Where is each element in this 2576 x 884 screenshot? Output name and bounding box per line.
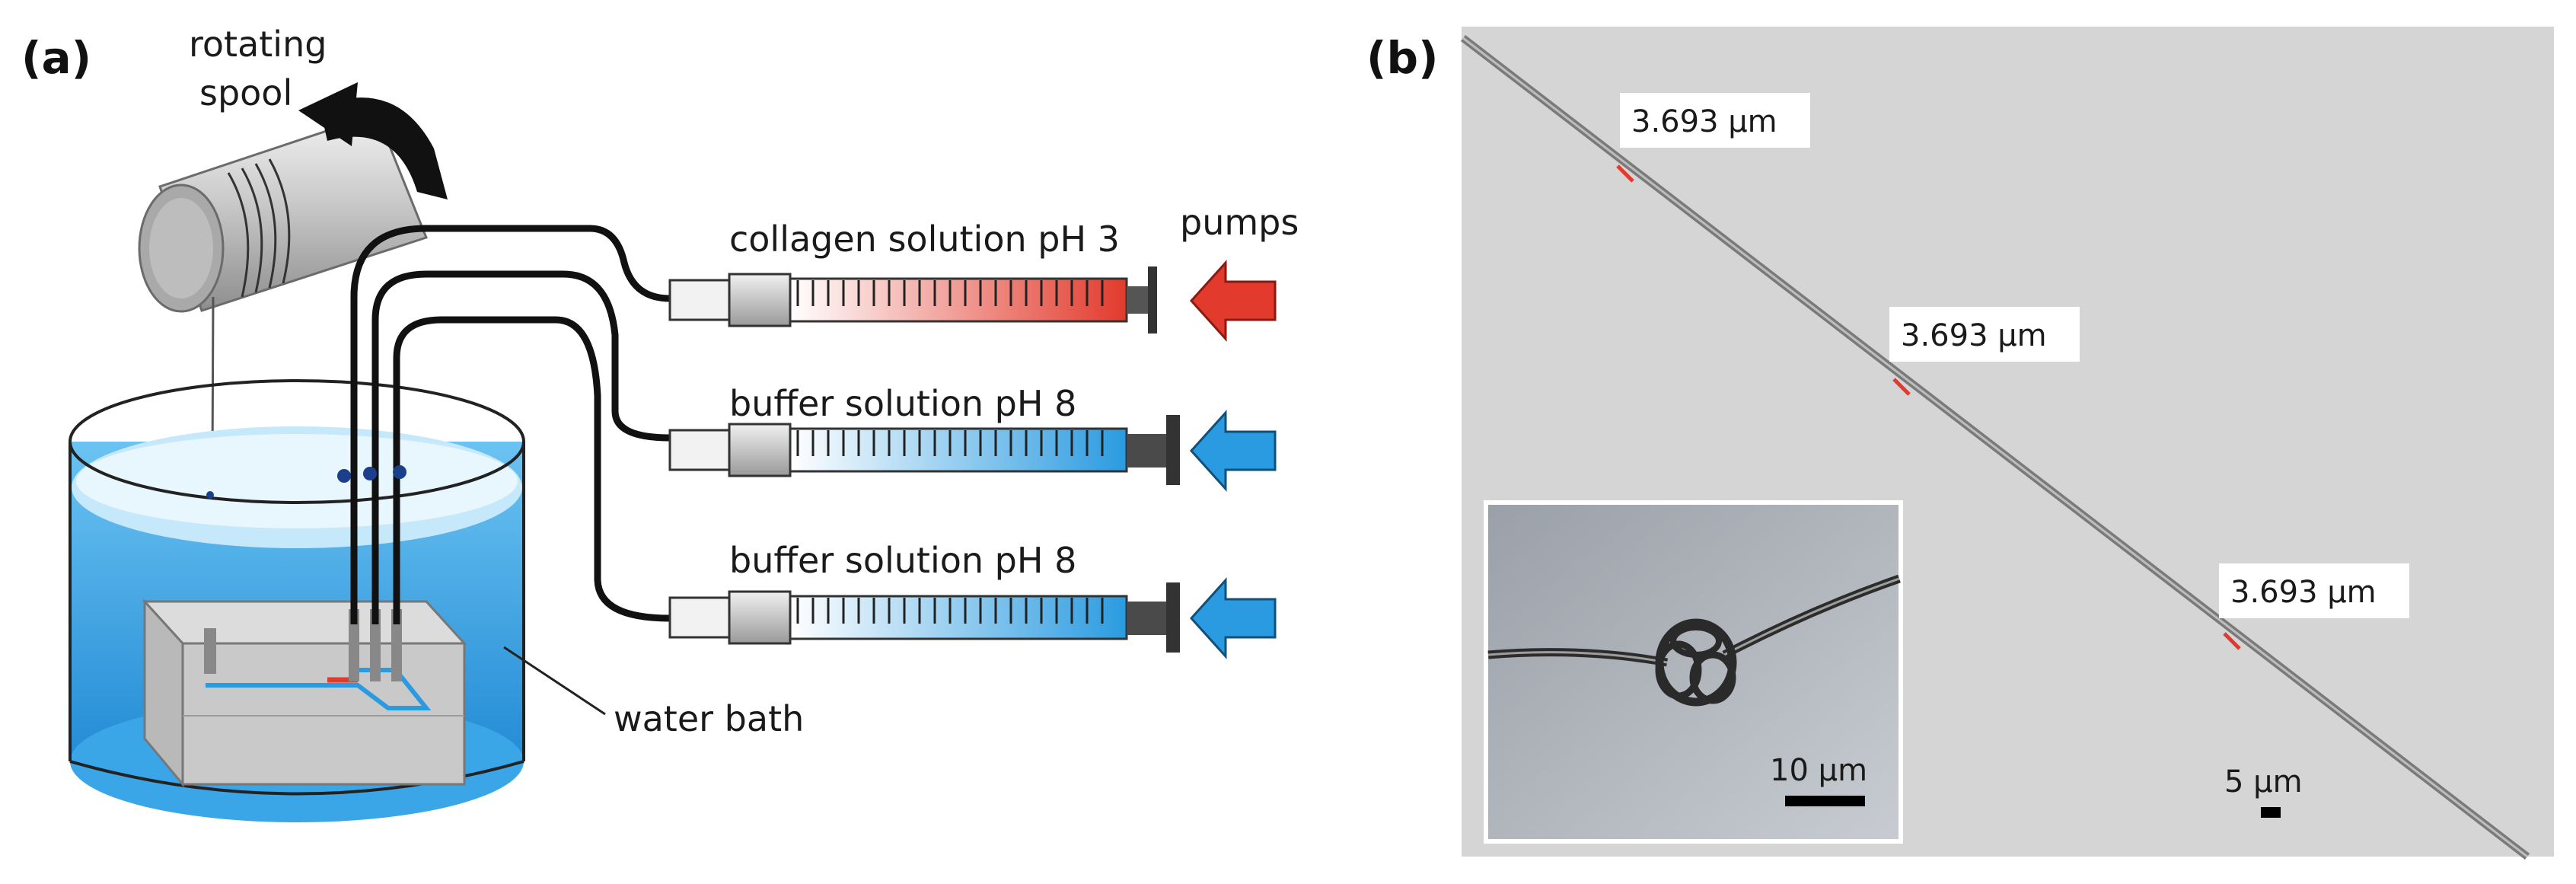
- measurement-2: 3.693 µm: [1901, 318, 2047, 353]
- spool-label-line1: rotating: [189, 24, 327, 65]
- panel-b-label: (b): [1366, 32, 1439, 84]
- scale-inset-bar: [1785, 796, 1865, 806]
- measurement-box-1: [1620, 93, 1810, 148]
- syringe-collagen: [668, 266, 1157, 333]
- pumps-label: pumps: [1180, 202, 1299, 243]
- microfluidic-chip: [142, 598, 467, 788]
- water-bath-pointer: [503, 646, 606, 716]
- water-bath-label: water bath: [614, 698, 804, 739]
- fiber-diagonal: [1460, 35, 2530, 860]
- measurement-box-2: [1889, 307, 2080, 362]
- syringe-buffer-2-label: buffer solution pH 8: [729, 540, 1076, 581]
- measurement-3: 3.693 µm: [2230, 575, 2377, 610]
- measurement-box-3: [2219, 563, 2409, 618]
- pump-arrow-blue-2-icon: [1189, 577, 1277, 659]
- panel-b: (b) 3.693 µm 3.693 µm 3.693 µm 5 µm: [1366, 27, 2554, 860]
- syringe-collagen-label: collagen solution pH 3: [729, 219, 1120, 260]
- measure-mark-2: [1892, 378, 1911, 396]
- panel-a: (a) rotating spool: [21, 24, 1299, 822]
- measurement-1: 3.693 µm: [1631, 104, 1777, 139]
- measure-mark-3: [2223, 632, 2241, 650]
- syringe-buffer-1: [668, 415, 1180, 485]
- inset-knot: 10 µm: [1484, 500, 1903, 844]
- rotating-spool: [138, 113, 428, 313]
- tubing: [350, 225, 671, 624]
- pump-arrow-blue-1-icon: [1189, 410, 1277, 492]
- scale-main-label: 5 µm: [2224, 764, 2303, 799]
- syringe-buffer-1-label: buffer solution pH 8: [729, 383, 1076, 424]
- measure-mark-1: [1616, 164, 1634, 183]
- scale-inset-label: 10 µm: [1770, 753, 1867, 788]
- scale-main-bar: [2261, 807, 2281, 818]
- panel-a-label: (a): [21, 32, 91, 84]
- spool-label-line2: spool: [199, 72, 292, 113]
- pump-arrow-red-icon: [1189, 260, 1277, 342]
- rotation-arrow-icon: [298, 82, 448, 199]
- syringe-buffer-2: [668, 582, 1180, 653]
